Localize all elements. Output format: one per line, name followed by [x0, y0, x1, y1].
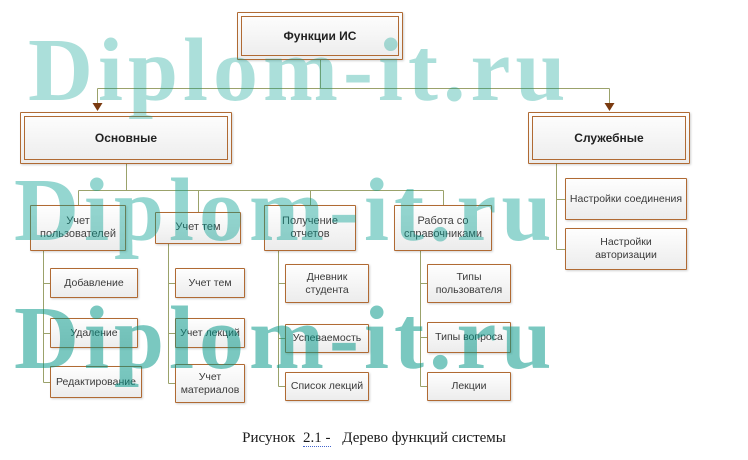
node-lecture-list: Список лекций — [285, 372, 369, 401]
node-root: Функции ИС — [237, 12, 403, 60]
node-connection-settings: Настройки соединения — [565, 178, 687, 220]
node-edit: Редактирование — [50, 366, 142, 398]
node-authorization-settings: Настройки авторизации — [565, 228, 687, 270]
caption-prefix: Рисунок — [242, 430, 296, 446]
caption-number: 2.1 - — [303, 430, 331, 447]
node-lectures: Лекции — [427, 372, 511, 401]
arrowhead-service — [604, 103, 615, 111]
node-group-users: Учет пользователей — [30, 205, 126, 251]
node-service-branch: Служебные — [528, 112, 690, 164]
node-question-types: Типы вопроса — [427, 322, 511, 353]
node-performance: Успеваемость — [285, 324, 369, 353]
node-group-topics: Учет тем — [155, 212, 241, 244]
arrowhead-main — [92, 103, 103, 111]
caption-text: Дерево функций системы — [342, 430, 506, 446]
node-topic-accounting: Учет тем — [175, 268, 245, 298]
node-material-accounting: Учет материалов — [175, 364, 245, 403]
figure-caption: Рисунок 2.1 - Дерево функций системы — [0, 430, 748, 447]
node-main-branch: Основные — [20, 112, 232, 164]
node-group-directories: Работа со справочниками — [394, 205, 492, 251]
node-group-reports: Получение отчетов — [264, 205, 356, 251]
node-add: Добавление — [50, 268, 138, 298]
node-lecture-accounting: Учет лекций — [175, 318, 245, 348]
node-delete: Удаление — [50, 318, 138, 348]
node-student-diary: Дневник студента — [285, 264, 369, 303]
node-user-types: Типы пользователя — [427, 264, 511, 303]
